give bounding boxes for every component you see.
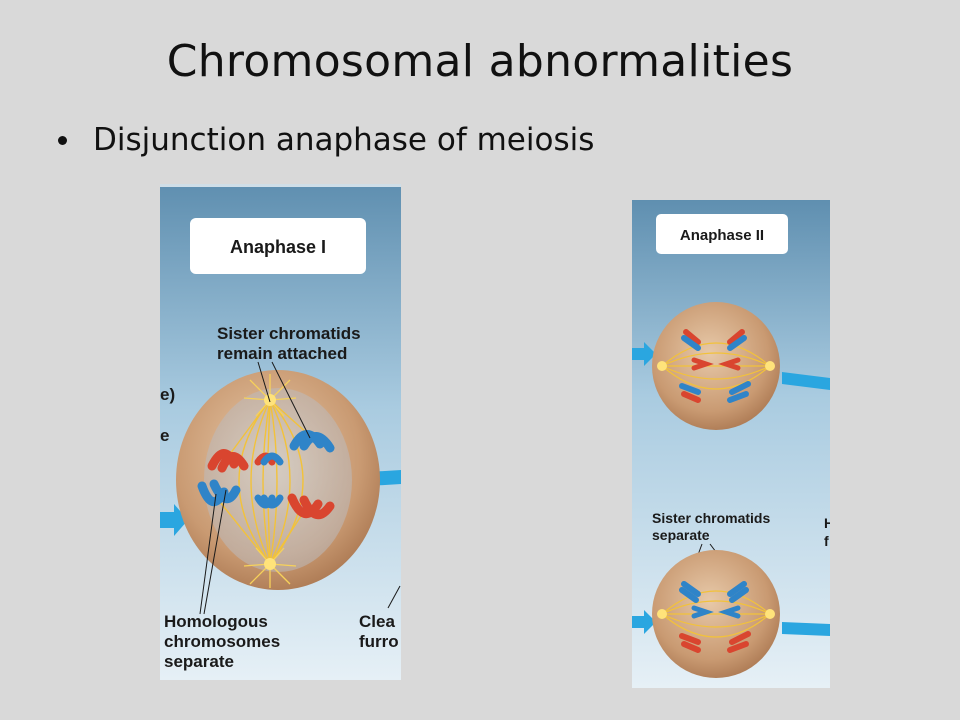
spindle-top [661, 342, 771, 390]
sister-label-1: Sister chromatids [652, 510, 770, 526]
cleavage-label-2: furro [359, 632, 399, 651]
outgoing-arrow-icon-top [782, 372, 830, 390]
outgoing-arrow-icon-bottom [782, 622, 830, 636]
spindle-fibers [219, 399, 311, 565]
sister-label-2: remain attached [217, 344, 347, 363]
incoming-arrow-icon-top [632, 342, 656, 366]
sister-label-1: Sister chromatids [217, 324, 361, 343]
homologous-label-2: chromosomes [164, 632, 280, 651]
header-label: Anaphase I [230, 237, 326, 257]
chromosomes-bottom-cell [679, 581, 751, 653]
anaphase-two-figure: Anaphase II Sister chromatids separate [632, 200, 830, 688]
header-label: Anaphase II [680, 227, 764, 244]
homologous-label-3: separate [164, 652, 234, 671]
spindle-bottom [661, 590, 771, 638]
chromosomes-lower [197, 479, 335, 520]
cut-text-1: H [824, 515, 830, 531]
incoming-arrow-icon-bottom [632, 610, 656, 634]
cut-text-2: f [824, 533, 829, 549]
chromosomes-top-cell [679, 329, 751, 403]
anaphase-one-figure: Anaphase I Sister chromatids remain atta… [160, 184, 401, 680]
bullet-text: Disjunction anaphase of meiosis [93, 122, 595, 158]
header-box [656, 214, 788, 254]
cleavage-label-1: Clea [359, 612, 395, 631]
cut-text-1: e) [160, 385, 175, 404]
aster-top [243, 374, 297, 417]
header-box [190, 218, 366, 274]
chromosomes-upper [207, 430, 335, 473]
bullet-item: Disjunction anaphase of meiosis [58, 122, 594, 158]
anaphase-one-diagram: Anaphase I Sister chromatids remain atta… [160, 184, 401, 680]
cut-text-2: e [160, 426, 169, 445]
sister-label-2: separate [652, 527, 710, 543]
slide-title: Chromosomal abnormalities [166, 36, 794, 87]
bullet-icon [58, 135, 67, 145]
pointer-lines [199, 361, 401, 615]
aster-bottom [243, 547, 297, 588]
anaphase-two-diagram: Anaphase II Sister chromatids separate [632, 200, 830, 688]
homologous-label-1: Homologous [164, 612, 268, 631]
